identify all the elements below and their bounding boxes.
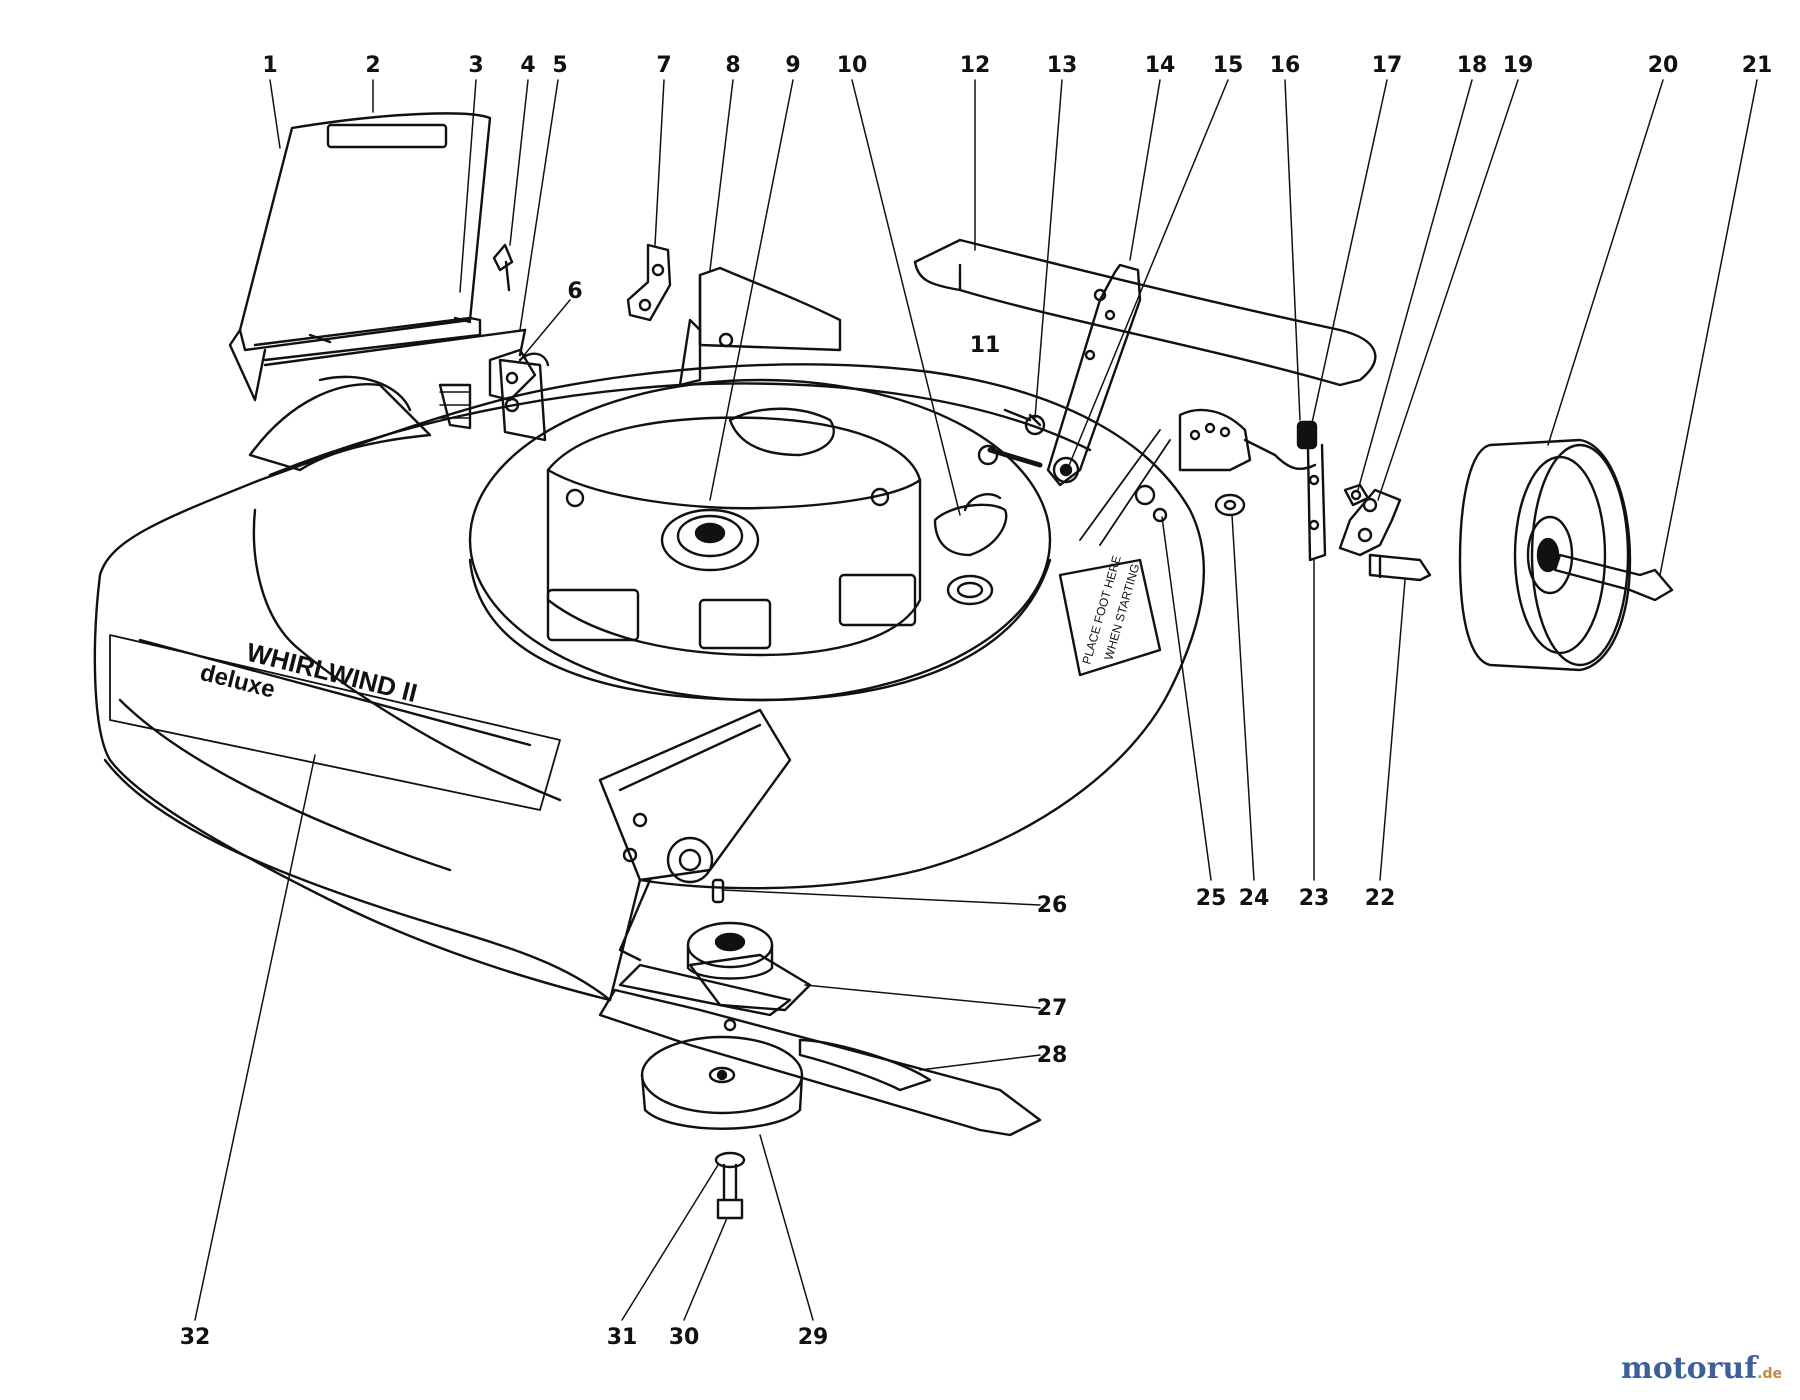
callout-11: 11 [970, 333, 1001, 358]
callout-28: 28 [1037, 1043, 1068, 1068]
foot-plate-decal [1058, 558, 1162, 677]
callout-20: 20 [1648, 53, 1679, 78]
callout-4: 4 [520, 53, 535, 78]
cutting-blade [598, 988, 1042, 1137]
callout-13: 13 [1047, 53, 1078, 78]
blade-adapter [618, 921, 812, 1017]
callout-18: 18 [1457, 53, 1488, 78]
callout-26: 26 [1037, 893, 1068, 918]
callout-22: 22 [1365, 886, 1396, 911]
wheel-bolt [1553, 553, 1674, 602]
callout-5: 5 [552, 53, 567, 78]
callout-31: 31 [607, 1325, 638, 1350]
callout-8: 8 [725, 53, 740, 78]
washer-hole [1223, 499, 1237, 511]
callout-10: 10 [837, 53, 868, 78]
leader-lines [194, 79, 1758, 1321]
watermark-brand: motoruf [1621, 1351, 1758, 1386]
rear-baffle [913, 238, 1377, 387]
bracket-small [626, 243, 672, 322]
axle-bolt [1368, 553, 1432, 582]
callout-6: 6 [567, 279, 582, 304]
callout-30: 30 [669, 1325, 700, 1350]
callout-12: 12 [960, 53, 991, 78]
clip-part [488, 348, 537, 402]
height-adjust-plate [1079, 408, 1317, 546]
watermark: motoruf.de [1621, 1351, 1782, 1386]
callout-numbers: 1 2 3 4 5 6 7 8 9 10 11 12 13 14 15 16 1… [180, 53, 1773, 1350]
callout-17: 17 [1372, 53, 1403, 78]
hinge-rod [263, 243, 527, 367]
bracket-ridge [678, 266, 842, 387]
callout-32: 32 [180, 1325, 211, 1350]
front-bracket [598, 708, 792, 962]
washer [1214, 493, 1246, 517]
height-adjust-arm [1046, 263, 1142, 487]
callout-16: 16 [1270, 53, 1301, 78]
callout-24: 24 [1239, 886, 1270, 911]
blade-disc [640, 1035, 804, 1130]
callout-1: 1 [262, 53, 277, 78]
watermark-suffix: .de [1757, 1366, 1782, 1382]
callout-3: 3 [468, 53, 483, 78]
key-pin [711, 878, 725, 904]
rear-deflector-flap [228, 112, 492, 402]
bolt-11 [977, 444, 1043, 468]
mower-deck [93, 363, 1206, 1002]
callout-25: 25 [1196, 886, 1227, 911]
callout-29: 29 [798, 1325, 829, 1350]
rear-wheel [1458, 438, 1632, 672]
callout-19: 19 [1503, 53, 1534, 78]
spring-lever [1296, 420, 1327, 562]
callout-9: 9 [785, 53, 800, 78]
callout-27: 27 [1037, 996, 1068, 1021]
fill-cap [933, 493, 1008, 606]
callout-2: 2 [365, 53, 380, 78]
wheel-bracket [1338, 488, 1402, 557]
callout-23: 23 [1299, 886, 1330, 911]
callout-7: 7 [656, 53, 671, 78]
callout-14: 14 [1145, 53, 1176, 78]
blade-bolt [714, 1151, 746, 1220]
callout-15: 15 [1213, 53, 1244, 78]
callout-21: 21 [1742, 53, 1773, 78]
